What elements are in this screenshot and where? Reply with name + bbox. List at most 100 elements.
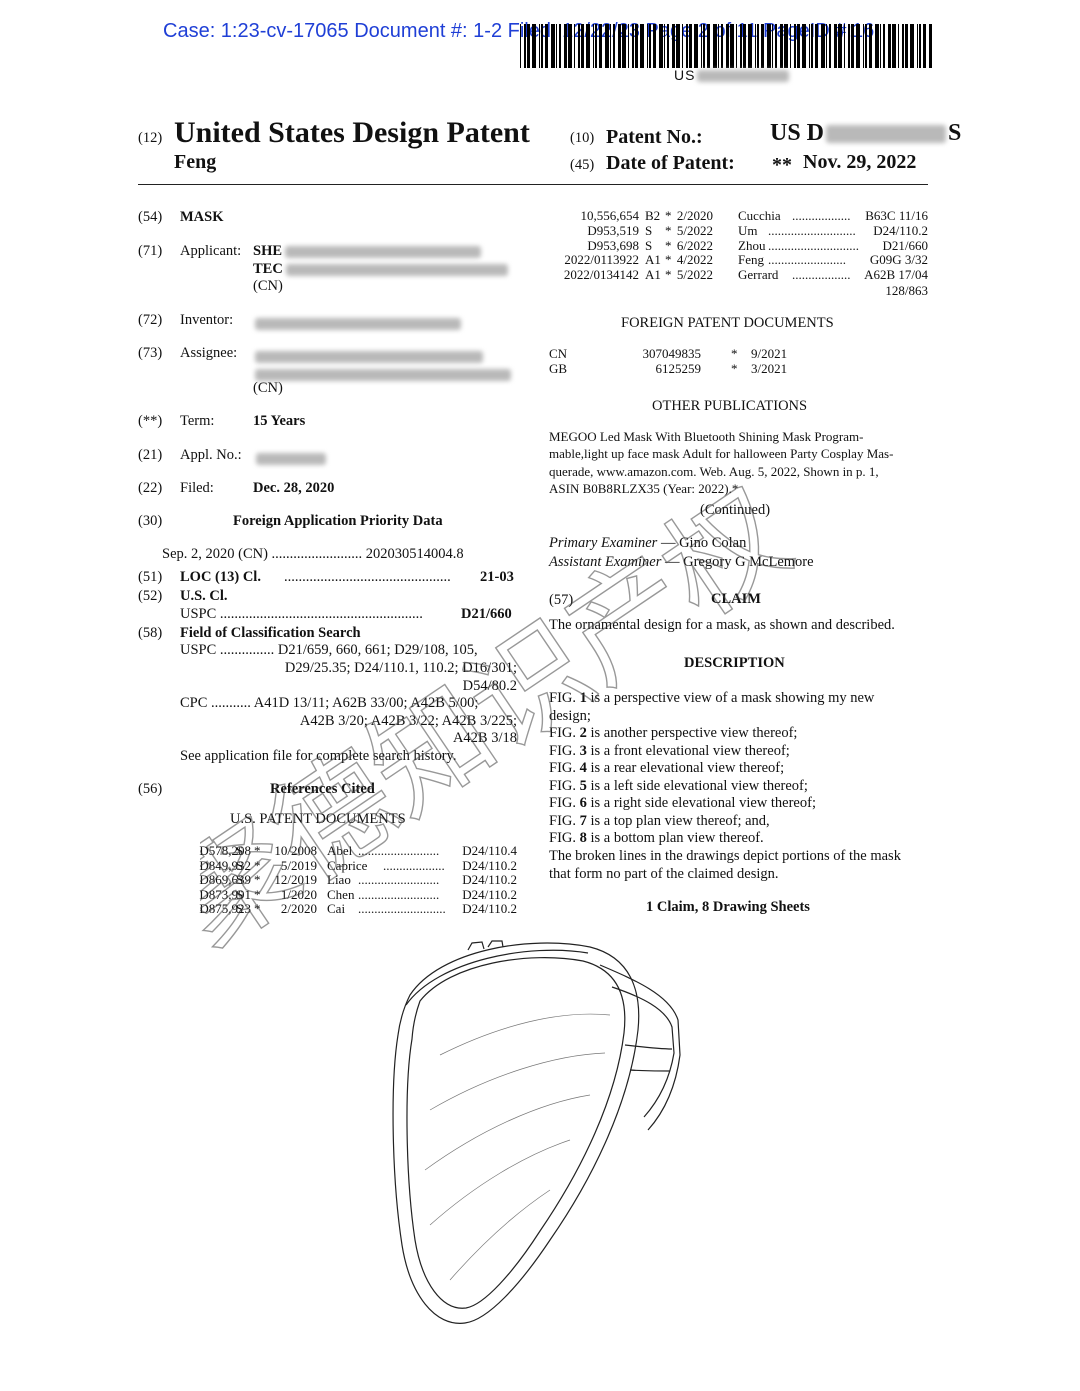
- ref-star: *: [665, 237, 672, 253]
- field-code-71: (71): [138, 243, 163, 259]
- us-doc-cls: D24/110.2: [462, 886, 517, 902]
- broken-lines-line-2: that form no part of the claimed design.: [549, 866, 779, 882]
- date-of-patent: Nov. 29, 2022: [803, 151, 917, 173]
- us-doc-dots: ...........................: [358, 901, 446, 917]
- us-doc-kind: S: [236, 901, 244, 917]
- barcode-bar: [923, 24, 926, 68]
- continued-note: (Continued): [700, 502, 771, 518]
- barcode-bar: [910, 24, 914, 68]
- ref-num: 10,556,654: [580, 208, 640, 223]
- filed-label: Filed:: [180, 480, 214, 496]
- field-code-52: (52): [138, 588, 163, 604]
- us-doc-cls: D24/110.2: [462, 872, 517, 888]
- barcode-bar: [743, 24, 746, 68]
- barcode-bar: [647, 24, 648, 68]
- foreign-doc-date: 9/2021: [751, 346, 788, 361]
- foreign-doc-date: 3/2021: [751, 360, 788, 376]
- assignee-line-2: [255, 366, 511, 384]
- barcode-bar: [640, 24, 644, 68]
- ref-num: 2022/0134142: [563, 267, 639, 283]
- barcode-number: US: [674, 67, 790, 83]
- ref-date: 6/2022: [676, 237, 713, 253]
- barcode-bar: [888, 24, 891, 68]
- barcode-bar: [703, 24, 705, 68]
- barcode-bar: [865, 24, 867, 68]
- barcode-bar: [551, 24, 555, 68]
- field-code-51: (51): [138, 569, 163, 585]
- ref-cls: B63C 11/16: [865, 208, 928, 223]
- barcode-bar: [834, 24, 837, 68]
- ref-dots: ............................: [768, 237, 859, 253]
- us-doc-dots: .........................: [358, 843, 440, 858]
- barcode-bar: [632, 24, 634, 68]
- date-marker: **: [772, 154, 792, 176]
- us-cl-label: U.S. Cl.: [180, 588, 228, 604]
- assistant-examiner: Assistant Examiner — Gregory G McLemore: [549, 554, 814, 570]
- barcode-bar: [694, 24, 698, 68]
- ref-name: Um: [738, 222, 758, 238]
- us-doc-num: D869,639: [199, 872, 251, 888]
- barcode-bar: [581, 24, 584, 68]
- barcode-bar: [593, 24, 594, 68]
- claim-heading: CLAIM: [711, 591, 761, 607]
- figure-prefix: FIG.: [549, 830, 580, 846]
- barcode-bar: [902, 24, 904, 68]
- figure-number: 5: [579, 777, 587, 794]
- us-doc-star: *: [254, 857, 261, 873]
- foreign-doc-star: *: [731, 360, 738, 376]
- us-doc-date: 5/2019: [280, 857, 317, 873]
- barcode-bar: [653, 24, 656, 68]
- barcode-bar: [829, 24, 831, 68]
- barcode-bar: [664, 24, 665, 68]
- field-code-30: (30): [138, 513, 163, 529]
- assignee-label: Assignee:: [180, 345, 238, 361]
- barcode-bar: [780, 24, 783, 68]
- figure-prefix: FIG.: [549, 725, 580, 741]
- foreign-doc-num: 307049835: [642, 346, 702, 361]
- ref-star: *: [665, 267, 672, 283]
- figure-item: FIG. 6 is a right side elevational view …: [549, 795, 816, 812]
- inventor-value: [255, 315, 461, 333]
- ref-kind: A1: [645, 267, 661, 283]
- barcode-bar: [718, 24, 719, 68]
- barcode-bar: [527, 24, 530, 68]
- barcode-bar: [809, 24, 810, 68]
- search-line-1: USPC ............... D21/659, 660, 661; …: [180, 642, 478, 658]
- search-line-4: CPC ........... A41D 13/11; A62B 33/00; …: [180, 695, 479, 711]
- figure-text: is another perspective view thereof;: [586, 725, 798, 741]
- code-45: (45): [570, 157, 595, 173]
- us-doc-kind: S: [236, 857, 244, 873]
- applicant-label: Applicant:: [180, 243, 242, 259]
- pub-line-4: ASIN B0B8RLZX35 (Year: 2022).*: [549, 481, 739, 496]
- code-10: (10): [570, 130, 595, 146]
- figure-prefix: FIG.: [549, 795, 580, 811]
- search-line-2: D29/25.35; D24/110.1, 110.2; D16/301;: [284, 660, 517, 676]
- priority-line: Sep. 2, 2020 (CN) ......................…: [162, 546, 464, 562]
- us-doc-name: Caprice: [327, 857, 368, 873]
- field-code-73: (73): [138, 345, 163, 361]
- us-doc-num: D578,208: [199, 843, 251, 858]
- date-of-patent-label: Date of Patent:: [606, 152, 735, 174]
- barcode-bar: [586, 24, 590, 68]
- barcode-bar: [635, 24, 638, 68]
- barcode-bar: [848, 24, 850, 68]
- figure-number: 7: [579, 812, 587, 829]
- barcode-bar: [532, 24, 536, 68]
- us-doc-num: D849,932: [199, 857, 251, 873]
- barcode-bar: [797, 24, 800, 68]
- barcode-bar: [875, 24, 879, 68]
- search-line-6: A42B 3/18: [452, 730, 517, 746]
- figure-item: FIG. 8 is a bottom plan view thereof.: [549, 830, 764, 847]
- barcode-bar: [856, 24, 860, 68]
- assignee-line-1: [255, 348, 483, 366]
- barcode-bar: [794, 24, 796, 68]
- field-code-22: (22): [138, 480, 163, 496]
- figure-number: 8: [579, 830, 587, 846]
- filed-date: Dec. 28, 2020: [253, 480, 335, 496]
- us-doc-star: *: [254, 901, 261, 917]
- barcode-bar: [917, 24, 918, 68]
- us-doc-star: *: [254, 843, 261, 858]
- barcode-bar: [740, 24, 742, 68]
- field-code-21: (21): [138, 447, 163, 463]
- us-doc-num: D873,991: [199, 886, 251, 902]
